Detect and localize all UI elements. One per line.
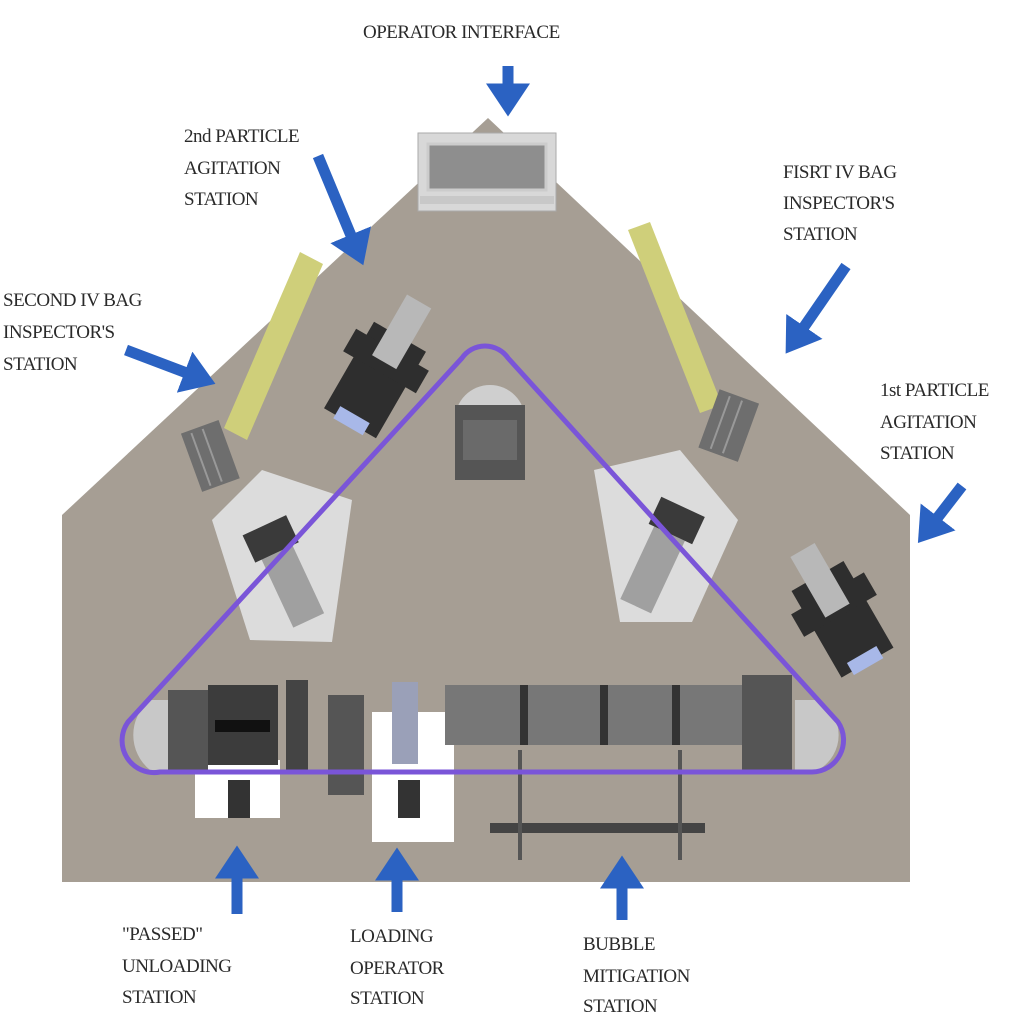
label-first-particle-1: 1st PARTICLE	[880, 380, 989, 401]
label-first-iv-3: STATION	[783, 224, 858, 245]
arrow-second-particle	[312, 153, 371, 266]
label-first-iv-1: FISRT IV BAG	[783, 162, 897, 183]
label-passed-unloading-3: STATION	[122, 987, 197, 1008]
operator-interface-monitor	[417, 132, 557, 212]
label-first-particle-3: STATION	[880, 443, 955, 464]
label-passed-unloading-1: "PASSED"	[122, 924, 203, 945]
arrows	[124, 66, 967, 920]
label-loading-operator-3: STATION	[350, 988, 425, 1009]
label-second-iv-3: STATION	[3, 354, 78, 375]
label-first-iv-2: INSPECTOR'S	[783, 193, 895, 214]
first-iv-inspector-bar	[628, 222, 722, 413]
label-bubble-mitigation-1: BUBBLE	[583, 934, 655, 955]
label-first-particle-2: AGITATION	[880, 412, 977, 433]
label-operator-interface: OPERATOR INTERFACE	[363, 22, 560, 43]
first-particle-agitator	[790, 543, 894, 678]
label-second-particle-1: 2nd PARTICLE	[184, 126, 299, 147]
second-iv-inspector-block	[180, 419, 240, 492]
conveyor-belt	[119, 343, 847, 776]
arrow-first-particle	[917, 482, 967, 544]
label-bubble-mitigation-3: STATION	[583, 996, 658, 1017]
right-inspection-camera	[620, 496, 705, 614]
arrow-second-iv	[124, 344, 216, 393]
top-drive-pulley	[455, 385, 525, 480]
label-loading-operator-2: OPERATOR	[350, 958, 445, 979]
bottom-equipment	[133, 675, 839, 860]
label-loading-operator-1: LOADING	[350, 926, 434, 947]
label-second-iv-2: INSPECTOR'S	[3, 322, 115, 343]
second-particle-agitator	[324, 294, 432, 439]
second-iv-inspector-bar	[224, 252, 323, 440]
label-second-particle-2: AGITATION	[184, 158, 281, 179]
arrow-first-iv	[785, 262, 851, 354]
label-bubble-mitigation-2: MITIGATION	[583, 966, 691, 987]
label-second-iv-1: SECOND IV BAG	[3, 290, 143, 311]
label-second-particle-3: STATION	[184, 189, 259, 210]
label-passed-unloading-2: UNLOADING	[122, 956, 232, 977]
first-iv-inspector-block	[698, 389, 760, 462]
